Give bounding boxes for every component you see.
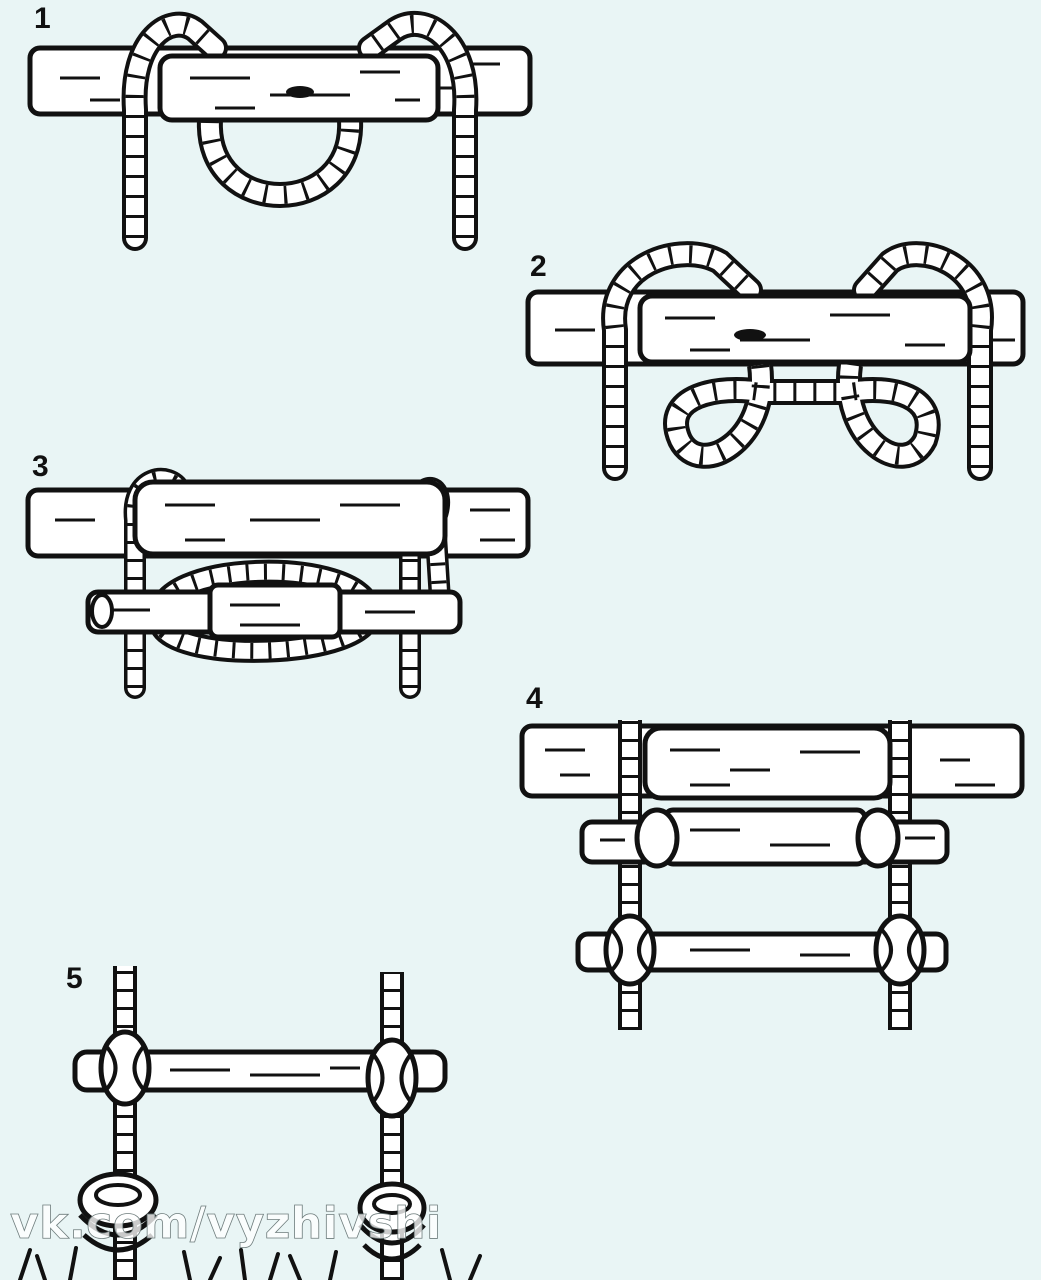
step-number-3: 3 [32, 450, 49, 483]
knot-icon [98, 1029, 152, 1107]
step-3-illustration [25, 467, 531, 699]
knot-icon [634, 807, 680, 869]
step-number-4: 4 [526, 682, 543, 715]
knot-icon [855, 807, 901, 869]
knot-icon [77, 1171, 159, 1229]
step-4-illustration [519, 720, 1025, 1030]
rung-icon [637, 293, 973, 365]
rung-icon [642, 725, 893, 801]
step-number-5: 5 [66, 962, 83, 995]
rung-icon [132, 479, 448, 557]
step-2-illustration [525, 241, 1026, 481]
step-5-illustration [18, 966, 482, 1280]
knot-icon [873, 913, 927, 987]
step-number-1: 1 [34, 2, 51, 35]
knot-icon [357, 1181, 427, 1235]
step-number-2: 2 [530, 250, 547, 283]
rung-icon [72, 1049, 448, 1093]
knot-icon [603, 913, 657, 987]
grass-icon [18, 1246, 482, 1280]
knot-icon [365, 1037, 419, 1119]
step-1-illustration [27, 11, 533, 251]
rung-icon [575, 931, 949, 973]
watermark-text: vk.com/vyzhivshi [10, 1198, 442, 1249]
